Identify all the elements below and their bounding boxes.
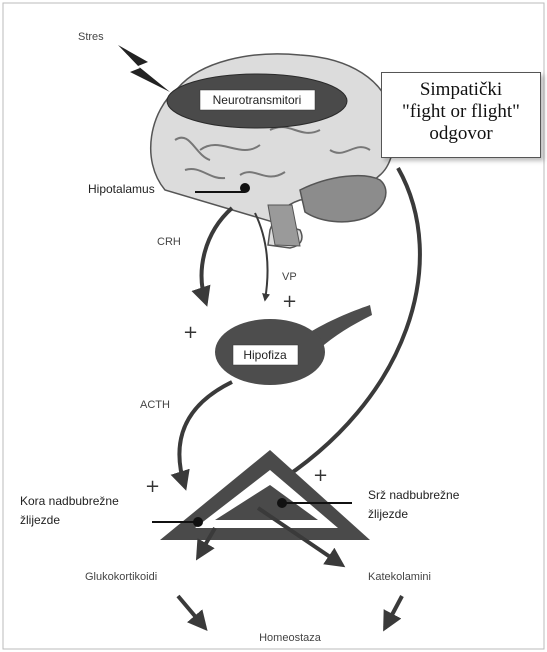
sympathetic-arrow [268,167,422,489]
catecholamine-arrow [256,506,346,568]
glucocorticoids-label: Glukokortikoidi [85,571,157,583]
acth-arrow [170,380,233,491]
sympathetic-line1: Simpatički [419,79,503,100]
pituitary-label: Hipofiza [243,348,287,362]
adrenal-cortex-label-line2: žlijezde [20,513,60,527]
sympathetic-line2: "fight or flight" [402,101,520,122]
vp-label: VP [282,271,297,283]
cortex-plus-sign: + [145,476,160,497]
adrenal-medulla-label-line2: žlijezde [368,507,408,521]
vp-arrow [254,212,270,302]
adrenal-medulla-label-line1: Srž nadbubrežne [368,488,460,502]
sympathetic-response-box: Simpatički "fight or flight" odgovor [381,72,541,158]
neurotransmitter-label-box [199,89,316,111]
neurotransmitters-label: Neurotransmitori [213,93,302,107]
adrenal-gland-triangle [160,450,370,540]
adrenal-cortex-label-line1: Kora nadbubrežne [20,494,119,508]
homeostasis-label: Homeostaza [259,632,322,644]
vp-plus-sign: + [282,291,297,312]
hypothalamus-dot [240,183,250,193]
catecholamines-label: Katekolamini [368,571,431,583]
acth-label: ACTH [140,399,170,411]
pituitary-plus-sign: + [183,322,198,343]
lightning-bolt-icon [118,45,170,92]
stress-label: Stres [78,31,104,43]
cortex-dot [193,517,203,527]
brain-illustration: Neurotransmitori [149,53,396,249]
brainstem [267,204,301,247]
glucocorticoid-arrow [195,526,217,561]
sympathetic-line3: odgovor [429,123,493,144]
pituitary-gland [215,305,372,385]
catecholamine-homeostasis-arrow [383,595,404,632]
crh-label: CRH [157,236,181,248]
medulla-dot [277,498,287,508]
hypothalamus-label: Hipotalamus [88,182,155,196]
medulla-plus-sign: + [313,465,328,486]
glucocorticoid-homeostasis-arrow [176,594,208,632]
cerebellum [299,174,387,223]
crh-arrow [191,206,234,307]
